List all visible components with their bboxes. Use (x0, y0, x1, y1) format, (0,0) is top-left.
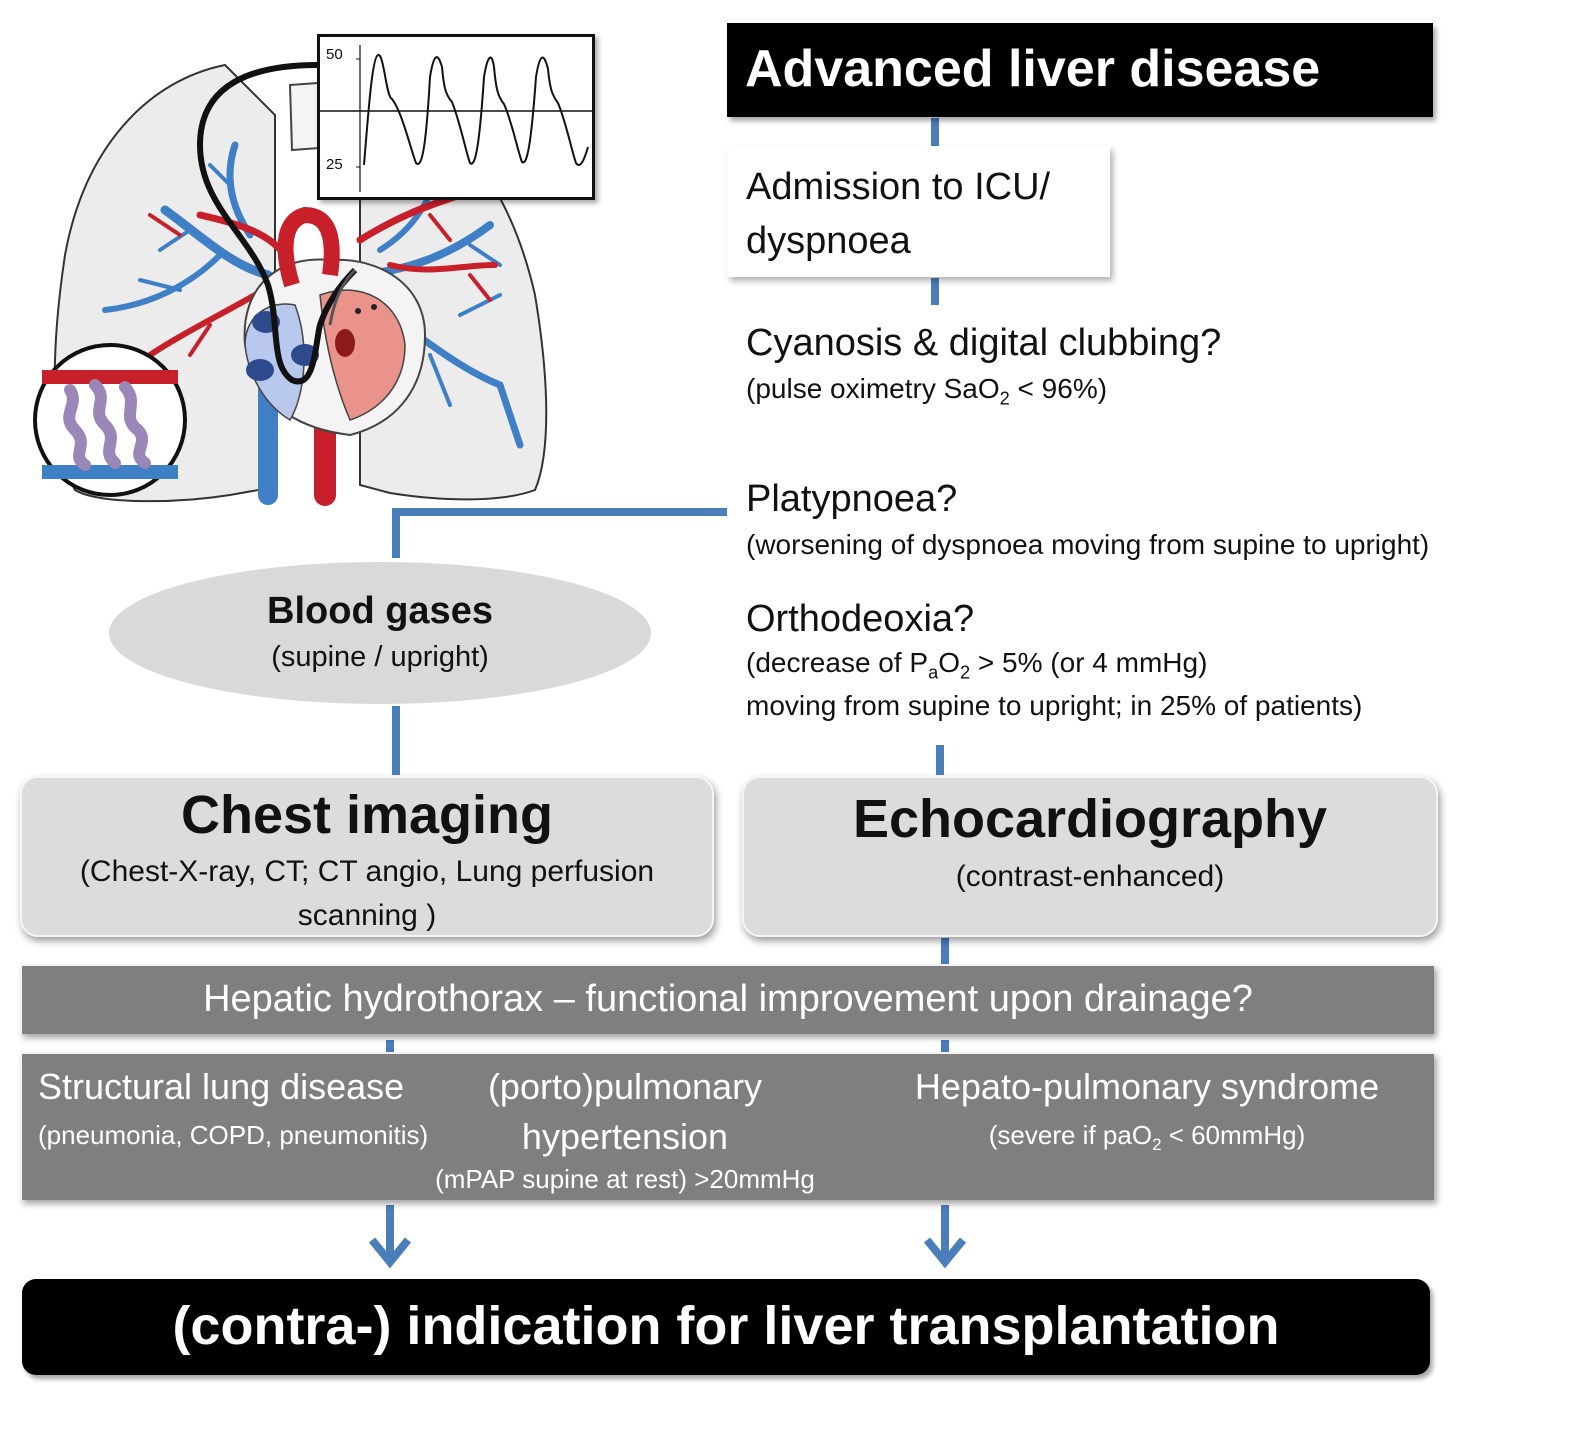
echocardiography-box: Echocardiography (contrast-enhanced) (742, 776, 1438, 937)
capillary-inset (33, 343, 187, 497)
catheter-line (196, 62, 358, 385)
connector-platypnoea (392, 508, 727, 558)
hepatopulmonary-title: Hepato-pulmonary syndrome (914, 1066, 1380, 1107)
cyanosis-title: Cyanosis & digital clubbing? (746, 322, 1222, 364)
advanced-liver-disease-label: Advanced liver disease (745, 40, 1321, 98)
blood-gases-ellipse: Blood gases (supine / upright) (109, 562, 651, 704)
y-tick-50: 50 (326, 46, 343, 63)
chest-imaging-sub-1: (Chest-X-ray, CT; CT angio, Lung perfusi… (79, 855, 655, 888)
orthodeoxia-block: Orthodeoxia? (decrease of PaO2 > 5% (or … (746, 598, 1362, 722)
pressure-trace-plot (320, 45, 592, 192)
chest-imaging-sub: (Chest-X-ray, CT; CT angio, Lung perfusi… (22, 850, 712, 938)
structural-lung-disease-block: Structural lung disease (pneumonia, COPD… (38, 1066, 428, 1151)
chest-imaging-sub-2: scanning ) (297, 899, 437, 932)
orthodeoxia-title: Orthodeoxia? (746, 598, 975, 640)
blood-gases-title: Blood gases (267, 590, 493, 632)
orthodeoxia-sub-2: moving from supine to upright; in 25% of… (746, 689, 1363, 721)
pressure-waveform (363, 53, 589, 166)
hepatopulmonary-sub: (severe if paO2 < 60mmHg) (988, 1120, 1306, 1155)
portopulmonary-title-1: (porto)pulmonary (487, 1066, 763, 1107)
transplantation-box: (contra-) indication for liver transplan… (22, 1279, 1430, 1375)
echocardiography-sub: (contrast-enhanced) (955, 860, 1225, 893)
portopulmonary-sub: (mPAP supine at rest) >20mmHg (435, 1164, 815, 1194)
chest-imaging-box: Chest imaging (Chest-X-ray, CT; CT angio… (20, 776, 714, 937)
platypnoea-title: Platypnoea? (746, 478, 958, 520)
echocardiography-title: Echocardiography (852, 789, 1328, 849)
portopulmonary-title-2: hypertension (521, 1116, 729, 1157)
arrow-right-head (923, 1237, 967, 1269)
orthodeoxia-sub-1: (decrease of PaO2 > 5% (or 4 mmHg) (746, 647, 1208, 683)
cardiopulmonary-illustration (33, 62, 548, 506)
hepatopulmonary-block: Hepato-pulmonary syndrome (severe if paO… (892, 1066, 1402, 1155)
structural-lung-disease-title: Structural lung disease (38, 1066, 405, 1107)
platypnoea-sub: (worsening of dyspnoea moving from supin… (746, 529, 1430, 560)
admission-box: Admission to ICU/ dyspnoea (727, 146, 1110, 277)
chest-imaging-title: Chest imaging (180, 785, 554, 845)
cyanosis-block: Cyanosis & digital clubbing? (pulse oxim… (746, 322, 1221, 410)
advanced-liver-disease-box: Advanced liver disease (727, 23, 1433, 117)
structural-lung-disease-sub: (pneumonia, COPD, pneumonitis) (38, 1120, 429, 1150)
portopulmonary-block: (porto)pulmonary hypertension (mPAP supi… (420, 1066, 830, 1195)
platypnoea-block: Platypnoea? (worsening of dyspnoea movin… (746, 478, 1429, 561)
hydrothorax-label: Hepatic hydrothorax – functional improve… (203, 978, 1253, 1020)
admission-label: Admission to ICU/ dyspnoea (746, 160, 1050, 268)
cyanosis-sub: (pulse oximetry SaO2 < 96%) (746, 373, 1108, 409)
admission-line-1: Admission to ICU/ (746, 166, 1051, 208)
transplantation-label: (contra-) indication for liver transplan… (172, 1296, 1280, 1356)
y-tick-25: 25 (326, 156, 343, 173)
admission-line-2: dyspnoea (746, 220, 911, 262)
outcomes-bar: Structural lung disease (pneumonia, COPD… (20, 1052, 1434, 1200)
arrow-left-head (368, 1237, 412, 1269)
hydrothorax-bar: Hepatic hydrothorax – functional improve… (20, 964, 1434, 1034)
blood-gases-sub: (supine / upright) (271, 641, 489, 673)
pressure-trace-panel: 50 25 (317, 34, 595, 200)
